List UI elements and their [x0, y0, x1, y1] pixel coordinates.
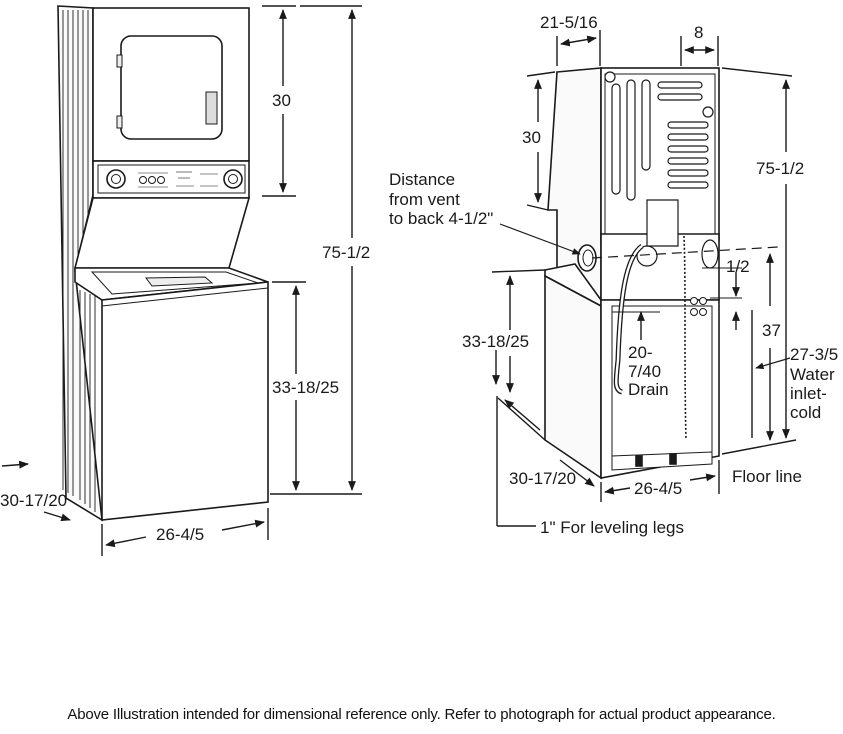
dim-arrow-rear-width-right [689, 473, 716, 482]
disclaimer-text: Above Illustration intended for dimensio… [67, 706, 776, 723]
front-width-label: 26-4/5 [156, 525, 204, 544]
water-inlet-label-4: cold [790, 403, 821, 422]
rear-right-port [701, 239, 719, 269]
door-hinge-top [116, 54, 123, 68]
vent-distance-label-2: from vent [389, 190, 460, 209]
dim-arrow-width-right [221, 519, 265, 531]
water-inlet-label-1: 27-3/5 [790, 345, 838, 364]
front-dimensions [1, 5, 362, 556]
washer-front-edge [101, 287, 269, 307]
rear-louvers [657, 81, 709, 189]
right-control-knob-inner [228, 174, 238, 184]
water-inlet-4 [699, 308, 707, 316]
door-hinge-bottom [116, 115, 123, 129]
water-inlet-3 [699, 297, 707, 305]
front-dimension-labels: 30 75-1/2 33-18/25 30-17/20 26-4/5 [0, 91, 370, 544]
drain-bracket [646, 199, 679, 247]
rear-overall-height-label: 75-1/2 [756, 159, 804, 178]
rear-dimension-labels: 21-5/16 8 30 75-1/2 33-18/25 1/2 37 30-1… [389, 13, 838, 537]
water-leader [755, 357, 791, 370]
vent-distance-leader [499, 223, 581, 255]
rear-washer-side [544, 274, 602, 480]
water-inlet-cold [690, 308, 698, 316]
ext-line [526, 204, 549, 211]
drain-label-1: 20- [628, 343, 653, 362]
power-cord [683, 235, 687, 441]
rear-inlet-offset-label: 1/2 [726, 257, 750, 276]
ext-line [491, 269, 546, 273]
front-upper-height-label: 30 [272, 91, 291, 110]
small-knob-1 [139, 176, 147, 184]
water-inlet-label-3: inlet- [790, 384, 827, 403]
rear-vent-offset-label: 21-5/16 [540, 13, 598, 32]
rear-inlet-height-label: 37 [762, 321, 781, 340]
rear-depth-label: 30-17/20 [509, 469, 576, 488]
drain-hose-core [615, 245, 643, 394]
ext-line [497, 397, 546, 441]
side-hatching [62, 10, 96, 512]
small-knob-3 [157, 176, 165, 184]
ext-line [721, 439, 797, 455]
dryer-door [120, 35, 223, 140]
floor-line-label: Floor line [732, 467, 802, 486]
dim-arrow-width-left [105, 536, 147, 548]
rear-upper-height-label: 30 [522, 128, 541, 147]
ext-line [721, 67, 793, 77]
washer-console [73, 197, 251, 269]
front-lower-height-label: 33-18/25 [272, 378, 339, 397]
rear-dimensions [491, 30, 797, 527]
rear-lower-height-label: 33-18/25 [462, 332, 529, 351]
water-inlet-hot [690, 297, 698, 305]
front-overall-height-label: 75-1/2 [322, 243, 370, 262]
dim-arrow-depth-top [1, 460, 29, 469]
vent-opening-inner [582, 249, 594, 267]
rear-inlet-spacing-label: 8 [694, 23, 703, 42]
leveling-legs-label: 1" For leveling legs [540, 518, 684, 537]
dim-arrow-vent-offset [560, 35, 597, 47]
drain-label-2: 7/40 [628, 362, 661, 381]
dim-arrow-rear-depth-top [504, 399, 541, 431]
rear-screw-top [604, 71, 616, 83]
small-knob-2 [148, 176, 156, 184]
rear-width-label: 26-4/5 [634, 479, 682, 498]
rear-washer-panel [611, 305, 713, 457]
vent-distance-label-1: Distance [389, 170, 455, 189]
water-inlet-label-2: Water [790, 365, 835, 384]
vent-distance-label-3: to back 4-1/2" [389, 209, 493, 228]
dim-arrow-depth-bottom [43, 511, 71, 522]
rear-screw-right [702, 106, 714, 118]
panel-graphics [138, 171, 218, 188]
dim-arrow-rear-width-left [604, 486, 631, 495]
rear-foot-1 [635, 455, 643, 467]
drain-label-3: Drain [628, 380, 669, 399]
washer-front [101, 281, 269, 521]
left-control-knob-inner [111, 174, 121, 184]
ext-line [526, 71, 556, 77]
dryer-door-handle [205, 91, 218, 125]
rear-vent-slots [611, 79, 651, 201]
front-depth-label: 30-17/20 [0, 491, 67, 510]
front-view [57, 5, 269, 522]
dim-arrow-rear-depth-bottom [559, 459, 595, 487]
rear-view [544, 67, 779, 480]
washer-lid-recess [145, 276, 214, 287]
rear-foot-2 [669, 453, 677, 465]
